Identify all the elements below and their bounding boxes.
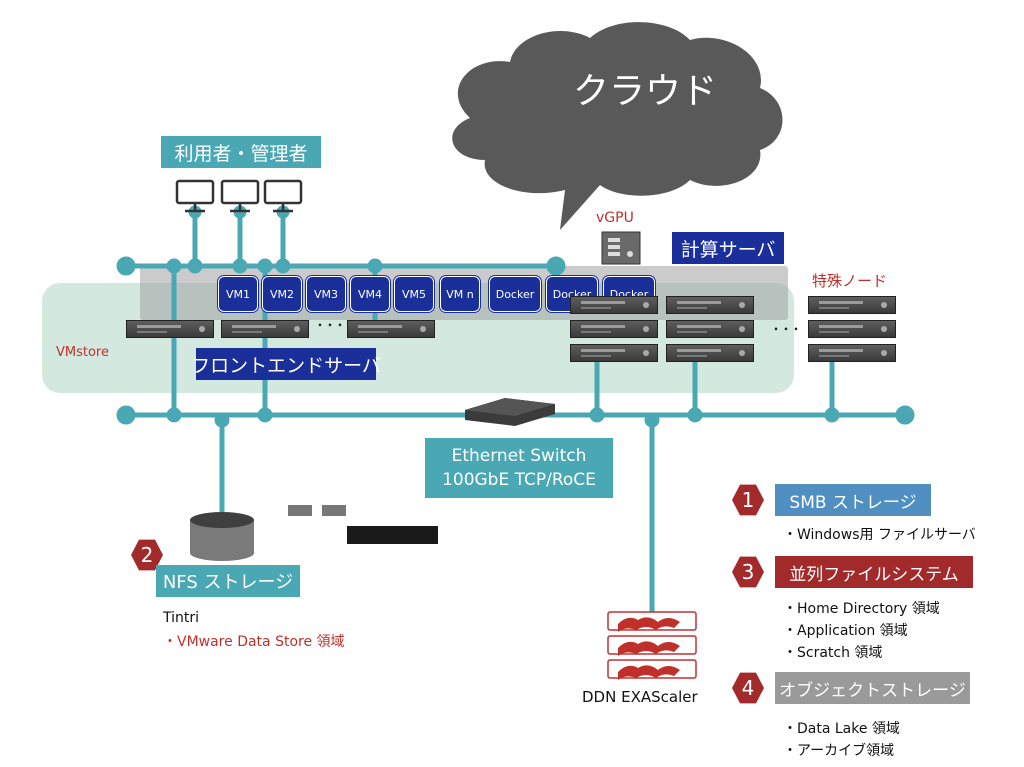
ethernet-switch-label: Ethernet Switch 100GbE TCP/RoCE: [425, 438, 613, 498]
compute-server: [666, 320, 754, 338]
special-node-server: [808, 296, 896, 314]
vm-box: VM4: [350, 276, 390, 312]
special-node-server: [808, 344, 896, 362]
parallel-fs-item: ・Home Directory 領域: [783, 601, 940, 617]
vm-box: VM5: [394, 276, 434, 312]
frontend-servers-label: フロントエンドサーバ: [191, 348, 381, 380]
vm-box: VM3: [306, 276, 346, 312]
vmstore-label: VMstore: [56, 345, 109, 360]
object-storage-item: ・Data Lake 領域: [783, 721, 900, 737]
vm-box: VM1: [218, 276, 258, 312]
nfs-storage-label: NFS ストレージ: [156, 565, 300, 597]
cloud-label: クラウド: [572, 71, 717, 112]
frontend-server: [221, 320, 309, 338]
frontend-server: [347, 320, 435, 338]
compute-server: [570, 344, 658, 362]
compute-server: [666, 296, 754, 314]
device-bar: [347, 526, 438, 544]
special-nodes-label: 特殊ノード: [812, 272, 888, 290]
ethernet-switch-device: [465, 398, 555, 426]
docker-box: Docker: [489, 276, 541, 312]
users-label: 利用者・管理者: [161, 136, 321, 168]
object-storage-item: ・アーカイブ領域: [783, 743, 895, 759]
vgpu-box: [601, 231, 641, 265]
frontend-server: [126, 320, 214, 338]
parallel-fs-item: ・Scratch 領域: [783, 645, 883, 661]
vm-box: VM2: [262, 276, 302, 312]
ddn-label: DDN EXAScaler: [582, 688, 698, 706]
parallel-fs-item: ・Application 領域: [783, 623, 908, 639]
nfs-storage-device: [190, 512, 254, 561]
smb-item: ・Windows用 ファイルサーバ: [783, 527, 976, 543]
vm-box: VM n: [440, 276, 480, 312]
switch-line2: 100GbE TCP/RoCE: [442, 470, 596, 490]
nfs-item: ・VMware Data Store 領域: [163, 634, 345, 650]
device-small-2: [322, 505, 346, 516]
compute-servers-label: 計算サーバ: [672, 232, 784, 264]
nfs-number-badge: 2: [131, 539, 163, 571]
cloud-shape: [452, 22, 783, 231]
special-node-server: [808, 320, 896, 338]
compute-server: [666, 344, 754, 362]
user-monitors: [175, 179, 303, 213]
object-storage-label: オブジェクトストレージ: [775, 672, 970, 704]
vgpu-label: vGPU: [596, 210, 634, 226]
device-small-1: [288, 505, 312, 516]
ellipsis: ･･･: [772, 320, 803, 339]
parallel-fs-label: 並列ファイルシステム: [775, 556, 973, 588]
ellipsis: ･･･: [316, 316, 347, 335]
smb-storage-label: SMB ストレージ: [775, 484, 931, 516]
compute-server: [570, 296, 658, 314]
nfs-vendor: Tintri: [163, 610, 200, 626]
switch-line1: Ethernet Switch: [451, 446, 587, 466]
compute-server: [570, 320, 658, 338]
